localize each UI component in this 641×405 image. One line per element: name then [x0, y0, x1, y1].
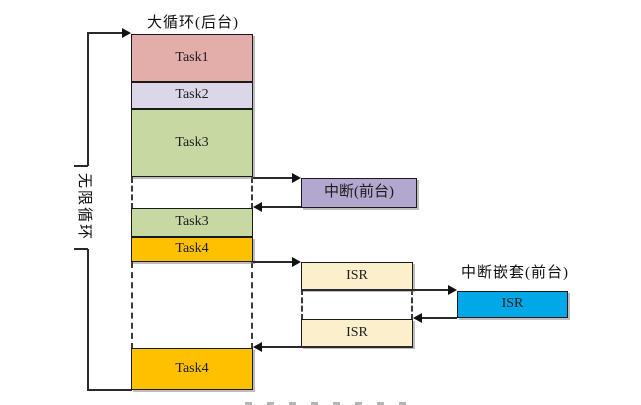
- arrowhead-isr-return-icon: [253, 342, 262, 352]
- task3-resume-label: Task3: [175, 214, 209, 229]
- interrupt-box: 中断(前台): [301, 178, 417, 208]
- loop-label-tick-top: [74, 165, 88, 167]
- nested-isr-label: ISR: [501, 296, 524, 311]
- arrow-nested-return-line: [421, 317, 457, 319]
- loop-line-upper: [87, 32, 89, 166]
- nested-interrupt-title: 中断嵌套(前台): [461, 265, 569, 281]
- arrowhead-task3-to-interrupt-icon: [292, 173, 301, 183]
- column-gap-interrupt: [131, 177, 253, 209]
- task1-label: Task1: [175, 50, 209, 65]
- task4-resume-label: Task4: [175, 361, 209, 376]
- task2-label: Task2: [175, 87, 209, 102]
- interrupt-label: 中断(前台): [324, 184, 394, 200]
- task4-label: Task4: [175, 241, 209, 256]
- arrowhead-nested-return-icon: [413, 313, 422, 323]
- isr2-box: ISR: [301, 319, 413, 347]
- loop-line-lower: [87, 249, 89, 391]
- arrow-interrupt-return-line: [261, 206, 301, 208]
- arrow-isr-return-line: [261, 346, 413, 348]
- loop-label-tick-bottom: [74, 248, 88, 250]
- task1-box: Task1: [131, 34, 253, 82]
- task3-resume-box: Task3: [131, 208, 253, 237]
- arrowhead-interrupt-return-icon: [253, 202, 262, 212]
- task3-label: Task3: [175, 135, 209, 150]
- isr2-label: ISR: [346, 325, 368, 340]
- arrowhead-task4-to-isr-icon: [292, 257, 301, 267]
- task4-resume-box: Task4: [131, 348, 253, 390]
- arrowhead-loop-entry-icon: [122, 28, 131, 38]
- arrow-task4-to-isr-line: [253, 261, 294, 263]
- arrow-isr-to-nested-line: [301, 289, 449, 291]
- arrow-task3-to-interrupt-line: [253, 177, 294, 179]
- diagram-title: 大循环(后台): [147, 15, 239, 31]
- column-gap-isr: [131, 262, 253, 349]
- isr1-label: ISR: [346, 268, 368, 283]
- loop-label: 无限循环: [76, 172, 92, 241]
- caption-top-fragment: [245, 402, 410, 405]
- task3-box: Task3: [131, 109, 253, 177]
- isr1-box: ISR: [301, 262, 413, 290]
- arrowhead-isr-to-nested-icon: [448, 285, 457, 295]
- nested-isr-box: ISR: [457, 291, 568, 318]
- task2-box: Task2: [131, 82, 253, 109]
- loop-line-top: [87, 32, 124, 34]
- isr-gap: [301, 289, 413, 320]
- task4-box: Task4: [131, 237, 253, 262]
- loop-line-bottom: [87, 389, 132, 391]
